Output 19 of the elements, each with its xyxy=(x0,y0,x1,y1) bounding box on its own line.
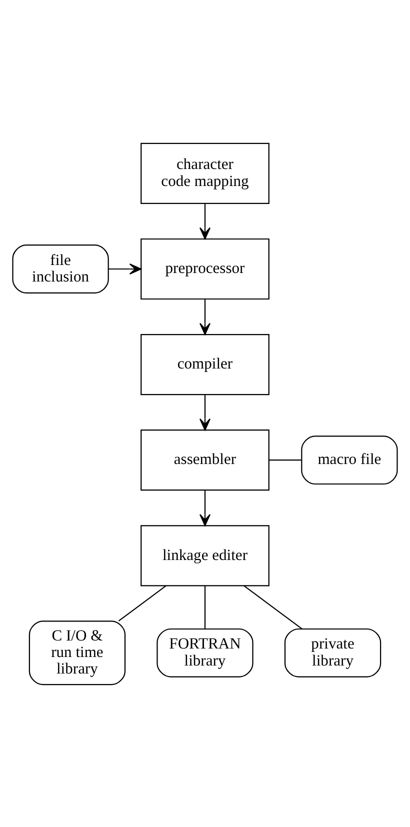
connector xyxy=(244,584,302,629)
node-box: assembler xyxy=(140,429,270,490)
connector xyxy=(118,584,166,621)
connector xyxy=(269,459,302,460)
connector xyxy=(204,585,206,628)
arrow xyxy=(199,490,211,526)
node-box: character code mapping xyxy=(140,142,270,204)
arrow xyxy=(199,394,211,430)
node-box: preprocessor xyxy=(140,238,270,300)
node-box: private library xyxy=(284,628,382,677)
node-box: file inclusion xyxy=(12,244,109,293)
node-box: C I/O & run time library xyxy=(28,620,126,685)
node-box: macro file xyxy=(301,435,398,484)
arrow xyxy=(108,262,142,274)
arrow xyxy=(199,298,211,334)
node-box: FORTRAN library xyxy=(156,628,254,677)
node-box: linkage editer xyxy=(140,524,270,586)
arrow xyxy=(199,203,211,239)
node-box: compiler xyxy=(140,334,270,395)
